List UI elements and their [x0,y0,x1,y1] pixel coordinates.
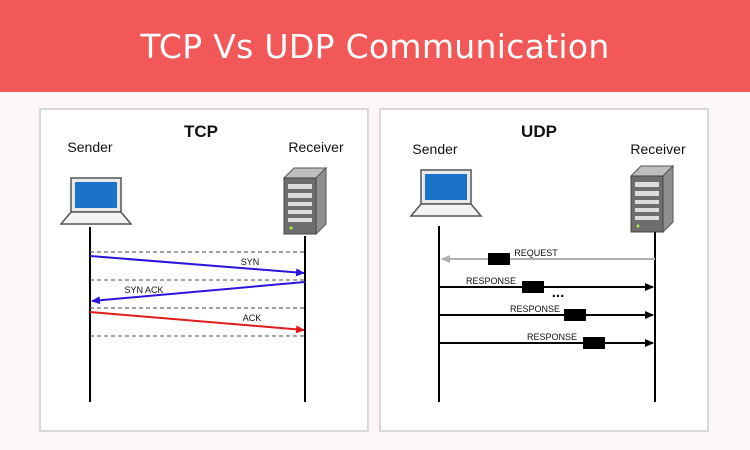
receiver-label: Receiver [288,139,344,155]
response-label: RESPONSE [509,304,561,314]
packet-icon [583,337,605,349]
title-banner: TCP Vs UDP Communication [0,0,750,92]
packet-icon [564,309,586,321]
syn-ack-label: SYN ACK [124,285,164,295]
laptop-icon [59,177,133,225]
syn-label: SYN [240,257,260,267]
udp-panel: UDP Sender Receiver REQUEST RESPONSE ...… [379,108,709,432]
syn-ack-arrow [91,281,306,305]
request-label: REQUEST [514,248,558,258]
udp-diagram [409,164,675,402]
tcp-title: TCP [184,122,218,141]
sender-label: Sender [412,141,458,157]
tcp-diagram [59,166,328,402]
page-title: TCP Vs UDP Communication [140,26,610,66]
tcp-panel: TCP Sender Receiver SYN SYN ACK ACK [39,108,369,432]
server-icon [629,164,675,234]
response-label: RESPONSE [465,276,517,286]
packet-icon [488,253,510,265]
syn-arrow [89,255,305,277]
packet-icon [522,281,544,293]
receiver-label: Receiver [630,141,686,157]
ack-label: ACK [242,313,262,323]
server-icon [282,166,328,236]
ack-arrow [89,311,305,334]
udp-title: UDP [521,122,557,141]
ellipsis: ... [551,284,565,301]
response-label: RESPONSE [526,332,578,342]
sender-label: Sender [67,139,113,155]
laptop-icon [409,169,483,217]
